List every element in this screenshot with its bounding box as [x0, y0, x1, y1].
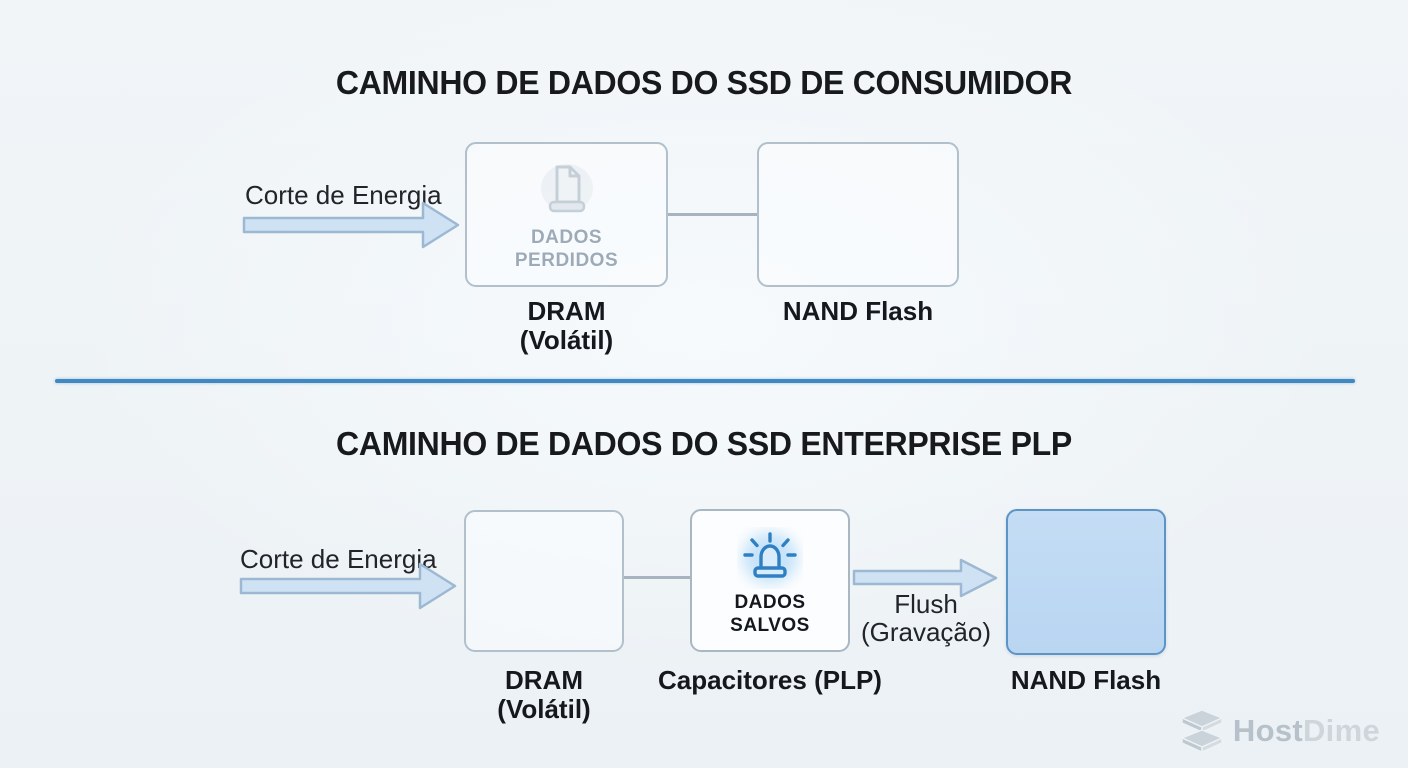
- label-line: DRAM: [505, 665, 583, 695]
- consumer-nand-label: NAND Flash: [782, 296, 934, 326]
- status-line: DADOS: [530, 226, 603, 248]
- enterprise-capacitor-status: DADOS SALVOS: [730, 591, 810, 637]
- enterprise-dram-label: DRAM (Volátil): [444, 666, 644, 724]
- enterprise-power-cut-label: Corte de Energia: [240, 544, 437, 574]
- consumer-section-title: CAMINHO DE DADOS DO SSD DE CONSUMIDOR: [335, 64, 1073, 101]
- siren-icon: [742, 531, 798, 584]
- hostdime-logo-icon: [1181, 709, 1223, 753]
- enterprise-capacitor-box: DADOS SALVOS: [690, 509, 850, 652]
- hostdime-wordmark: HostDime: [1233, 713, 1380, 749]
- hostdime-watermark: HostDime: [1180, 708, 1380, 754]
- status-line: DADOS: [734, 591, 806, 613]
- document-icon: [540, 163, 593, 212]
- label-line: Flush: [894, 589, 958, 619]
- flush-arrow: [852, 558, 998, 598]
- enterprise-dram-capacitor-connector: [622, 576, 692, 579]
- label-line: (Volátil): [497, 694, 591, 724]
- consumer-dram-nand-connector: [666, 213, 759, 216]
- enterprise-dram-box: [464, 510, 624, 652]
- enterprise-nand-box: [1006, 509, 1166, 655]
- enterprise-section-title: CAMINHO DE DADOS DO SSD ENTERPRISE PLP: [336, 425, 1072, 462]
- power-cut-arrow: [239, 562, 457, 610]
- consumer-dram-label: DRAM (Volátil): [466, 297, 667, 355]
- flush-arrow-label: Flush (Gravação): [851, 590, 1001, 646]
- wordmark-dime: Dime: [1302, 713, 1380, 748]
- consumer-power-cut-label: Corte de Energia: [245, 180, 442, 210]
- consumer-nand-box: [757, 142, 959, 287]
- consumer-dram-box: DADOS PERDIDOS: [465, 142, 668, 287]
- label-line: DRAM: [527, 296, 606, 326]
- wordmark-host: Host: [1232, 713, 1303, 748]
- label-line: (Volátil): [519, 325, 614, 355]
- enterprise-nand-label: NAND Flash: [1010, 665, 1162, 695]
- status-line: PERDIDOS: [514, 249, 619, 271]
- status-line: SALVOS: [730, 614, 810, 636]
- enterprise-capacitor-label: Capacitores (PLP): [658, 665, 882, 695]
- consumer-dram-status: DADOS PERDIDOS: [515, 226, 618, 272]
- section-divider: [55, 379, 1355, 383]
- label-line: (Gravação): [860, 617, 992, 647]
- power-cut-arrow: [242, 201, 460, 249]
